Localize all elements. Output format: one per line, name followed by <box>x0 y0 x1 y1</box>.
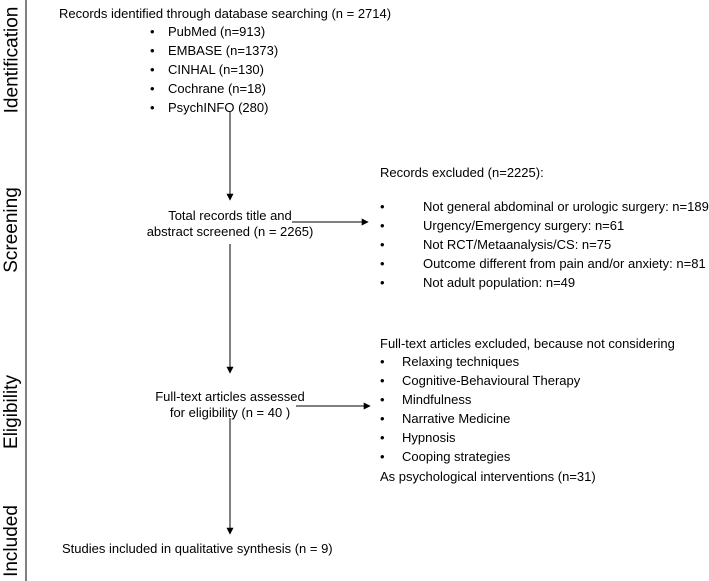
fulltext-excluded-footer: As psychological interventions (n=31) <box>380 469 596 484</box>
fulltext-excluded-item: Mindfulness <box>380 390 580 409</box>
stage-label-included: Included <box>0 500 24 581</box>
fulltext-excluded-item: Hypnosis <box>380 428 580 447</box>
stage-label-eligibility: Eligibility <box>0 352 24 472</box>
screening-box-line2: abstract screened (n = 2265) <box>146 224 314 239</box>
screening-box: Total records title and abstract screene… <box>140 208 320 240</box>
fulltext-excluded-item: Cooping strategies <box>380 447 580 466</box>
identification-title: Records identified through database sear… <box>59 6 392 21</box>
fulltext-excluded-title: Full-text articles excluded, because not… <box>380 336 675 351</box>
stage-label-screening-text: Screening <box>1 187 22 273</box>
excluded-item: Outcome different from pain and/or anxie… <box>380 254 709 273</box>
stage-label-screening: Screening <box>0 160 24 300</box>
records-excluded-title: Records excluded (n=2225): <box>380 165 544 180</box>
database-item-embase: EMBASE (n=1373) <box>150 41 278 60</box>
fulltext-excluded-item: Relaxing techniques <box>380 352 580 371</box>
fulltext-excluded-item: Cognitive-Behavioural Therapy <box>380 371 580 390</box>
database-item-cinhal: CINHAL (n=130) <box>150 60 278 79</box>
excluded-item: Not RCT/Metaanalysis/CS: n=75 <box>380 235 709 254</box>
excluded-item: Not general abdominal or urologic surger… <box>380 197 709 216</box>
included-studies-text: Studies included in qualitative synthesi… <box>62 541 333 556</box>
screening-box-line1: Total records title and <box>168 208 292 223</box>
stage-label-included-text: Included <box>1 504 22 577</box>
fulltext-excluded-item: Narrative Medicine <box>380 409 580 428</box>
database-list: PubMed (n=913) EMBASE (n=1373) CINHAL (n… <box>150 22 278 117</box>
excluded-item: Urgency/Emergency surgery: n=61 <box>380 216 709 235</box>
database-item-pubmed: PubMed (n=913) <box>150 22 278 41</box>
stage-label-identification-text: Identification <box>1 6 22 114</box>
database-item-psychinfo: PsychINFO (280) <box>150 98 278 117</box>
database-item-cochrane: Cochrane (n=18) <box>150 79 278 98</box>
records-excluded-list: Not general abdominal or urologic surger… <box>380 197 709 292</box>
stage-label-identification: Identification <box>0 0 24 120</box>
eligibility-box: Full-text articles assessed for eligibil… <box>140 389 320 421</box>
fulltext-excluded-list: Relaxing techniques Cognitive-Behavioura… <box>380 352 580 466</box>
eligibility-box-line2: for eligibility (n = 40 ) <box>169 405 291 420</box>
excluded-item: Not adult population: n=49 <box>380 273 709 292</box>
stage-label-eligibility-text: Eligibility <box>1 375 23 449</box>
eligibility-box-line1: Full-text articles assessed <box>155 389 305 404</box>
